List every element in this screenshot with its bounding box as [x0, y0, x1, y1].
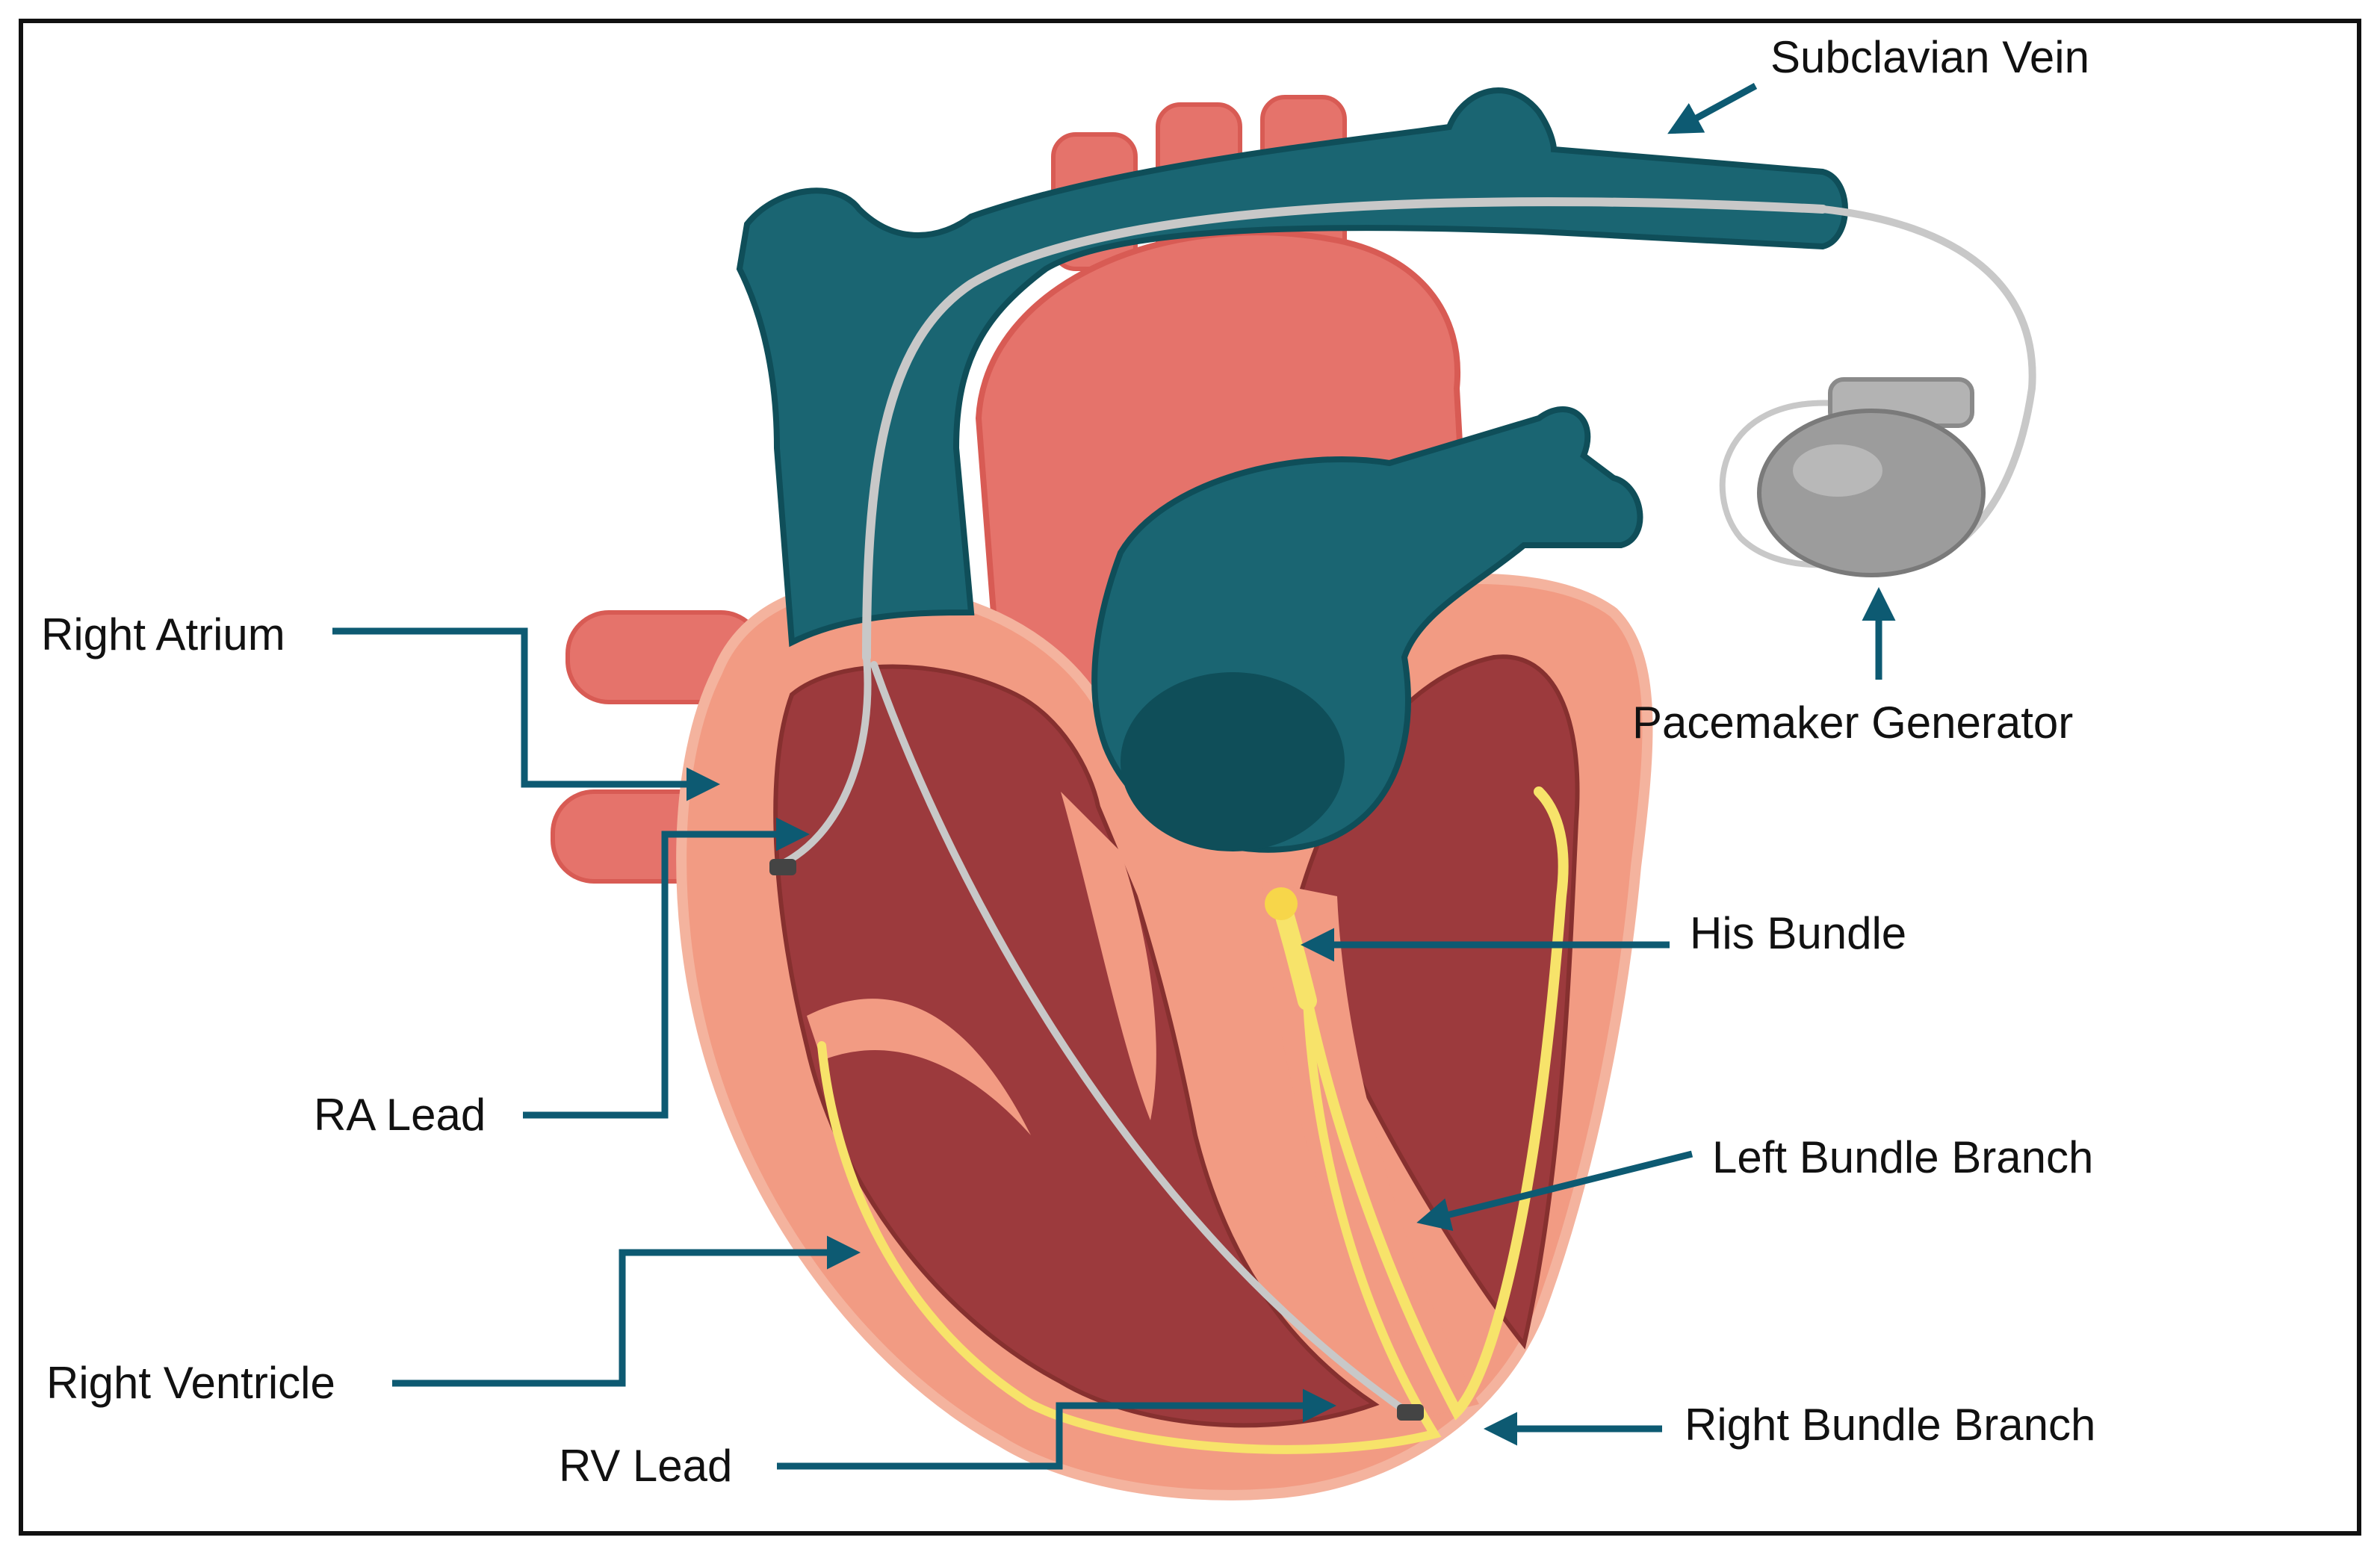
pointer-right-ventricle — [392, 1235, 861, 1387]
pointer-left-bundle-branch — [1416, 1150, 1693, 1232]
pacemaker-generator — [1757, 377, 1986, 577]
right-chambers — [773, 664, 1380, 1428]
label-left-bundle-branch: Left Bundle Branch — [1712, 1132, 2093, 1182]
rv-lead-tip — [1397, 1404, 1424, 1421]
label-his-bundle: His Bundle — [1690, 908, 1906, 958]
pointer-right-atrium — [332, 627, 720, 801]
his-bundle-node — [1265, 887, 1298, 920]
label-rv-lead: RV Lead — [559, 1441, 732, 1491]
rv-lead-wire — [870, 661, 1416, 1419]
label-subclavian-vein: Subclavian Vein — [1770, 32, 2089, 82]
right-bundle-path — [817, 996, 1442, 1454]
heart-illustration — [551, 87, 2036, 1500]
label-right-ventricle: Right Ventricle — [46, 1358, 335, 1408]
pacemaker-leads — [773, 197, 2036, 1419]
septum — [1262, 881, 1479, 1419]
generator-wire — [1819, 205, 2036, 556]
pointers — [332, 83, 1896, 1470]
labels: Subclavian Vein Pacemaker Generator Righ… — [41, 32, 2095, 1491]
generator-body — [1757, 409, 1986, 577]
pointer-rv-lead — [777, 1388, 1336, 1470]
papillary-muscle — [1061, 792, 1156, 1120]
left-ventricle — [1297, 654, 1580, 1350]
tricuspid-valve — [807, 999, 1031, 1135]
pointer-ra-lead — [523, 817, 810, 1119]
label-right-atrium: Right Atrium — [41, 609, 285, 659]
ra-lead-tip — [769, 859, 796, 875]
label-ra-lead: RA Lead — [314, 1090, 486, 1140]
generator-highlight — [1793, 444, 1882, 497]
label-pacemaker-generator: Pacemaker Generator — [1632, 698, 2073, 748]
lead-main — [862, 197, 1827, 662]
pointer-subclavian-vein — [1667, 83, 1758, 134]
label-right-bundle-branch: Right Bundle Branch — [1685, 1400, 2095, 1450]
superior-vena-cava — [736, 87, 1848, 648]
left-bundle-path — [1302, 786, 1569, 1421]
pulmonary-valve — [1121, 672, 1345, 851]
ra-lead-wire — [773, 654, 872, 870]
